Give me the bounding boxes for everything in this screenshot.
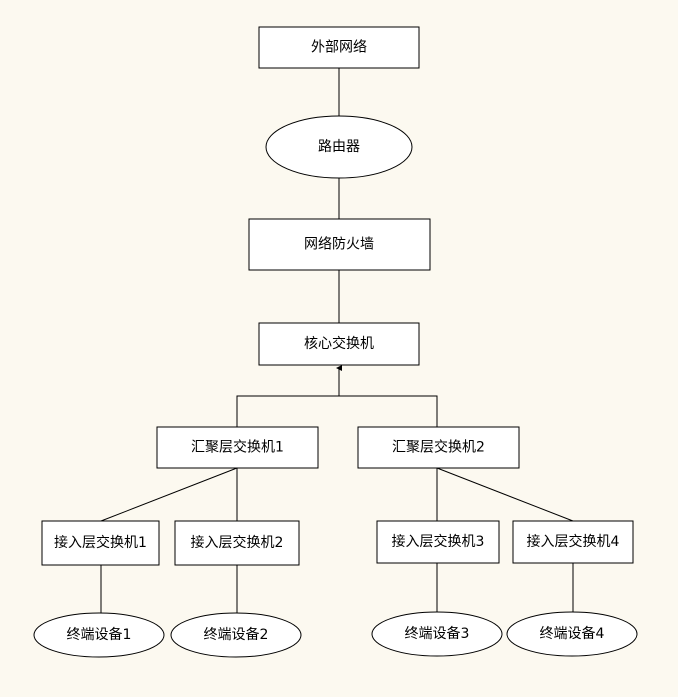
router-label: 路由器 (318, 139, 360, 155)
firewall-label: 网络防火墙 (304, 237, 374, 253)
terminal-4-label: 终端设备4 (540, 625, 605, 642)
edge-agg2-access4 (436, 467, 574, 522)
aggregation-switch-1-label: 汇聚层交换机1 (191, 439, 284, 456)
terminal-1-node: 终端设备1 (33, 612, 165, 658)
access-switch-2-label: 接入层交换机2 (191, 534, 284, 551)
terminal-1-label: 终端设备1 (67, 626, 132, 643)
external-network-node: 外部网络 (258, 26, 420, 69)
core-switch-label: 核心交换机 (304, 335, 374, 352)
terminal-2-node: 终端设备2 (170, 612, 302, 658)
aggregation-switch-2-node: 汇聚层交换机2 (357, 426, 520, 469)
core-switch-node: 核心交换机 (258, 322, 420, 366)
access-switch-3-label: 接入层交换机3 (392, 533, 485, 550)
access-switch-4-label: 接入层交换机4 (527, 533, 620, 550)
terminal-3-node: 终端设备3 (371, 611, 503, 657)
router-node: 路由器 (265, 115, 413, 179)
terminal-2-label: 终端设备2 (204, 626, 269, 643)
terminal-4-node: 终端设备4 (506, 611, 638, 657)
access-switch-4-node: 接入层交换机4 (512, 520, 634, 564)
firewall-node: 网络防火墙 (248, 218, 431, 271)
access-switch-1-label: 接入层交换机1 (54, 534, 147, 551)
aggregation-switch-2-label: 汇聚层交换机2 (392, 439, 485, 456)
terminal-3-label: 终端设备3 (405, 625, 470, 642)
external-network-label: 外部网络 (311, 40, 367, 56)
access-switch-2-node: 接入层交换机2 (174, 520, 300, 566)
edge-agg1-access1 (100, 467, 238, 522)
aggregation-switch-1-node: 汇聚层交换机1 (156, 426, 319, 469)
access-switch-1-node: 接入层交换机1 (41, 520, 160, 566)
access-switch-3-node: 接入层交换机3 (376, 520, 500, 564)
edge-aggregation-bus (236, 395, 438, 427)
